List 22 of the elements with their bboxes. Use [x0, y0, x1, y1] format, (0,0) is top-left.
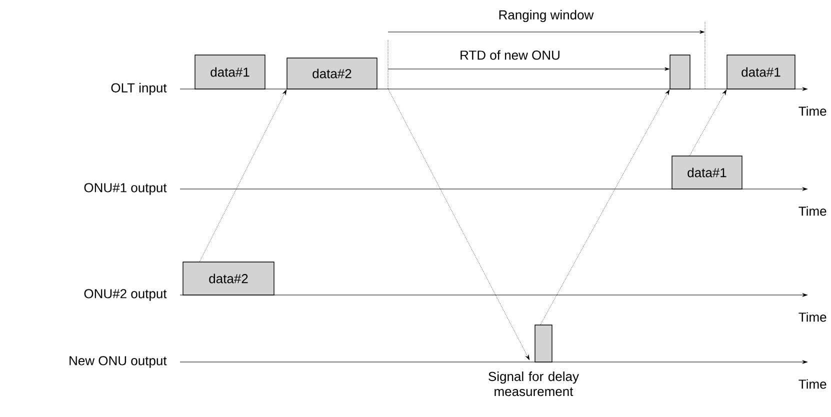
axis-label: OLT input — [111, 82, 167, 96]
arrow — [199, 90, 287, 262]
time-label: Time — [798, 379, 826, 389]
axis-label: ONU#2 output — [84, 289, 167, 301]
data-box: data#1 — [194, 54, 266, 90]
time-label: Time — [798, 106, 826, 116]
arrow — [689, 90, 727, 156]
axis-label: ONU#1 output — [84, 183, 167, 195]
dimension-label: Ranging window — [499, 10, 594, 22]
arrow — [540, 90, 670, 325]
axis-label: New ONU output — [70, 356, 167, 368]
data-box: data#2 — [182, 262, 274, 296]
time-label: Time — [798, 312, 826, 322]
dimension-label: RTD of new ONU — [460, 50, 560, 60]
data-box: data#2 — [286, 58, 378, 90]
time-label: Time — [798, 206, 826, 216]
data-box: data#1 — [672, 156, 742, 190]
signal-box — [534, 324, 552, 362]
signal-box — [670, 54, 690, 90]
arrow — [388, 89, 530, 360]
data-box: data#1 — [726, 54, 796, 90]
node-label: Signal for delay measurement — [488, 372, 579, 396]
